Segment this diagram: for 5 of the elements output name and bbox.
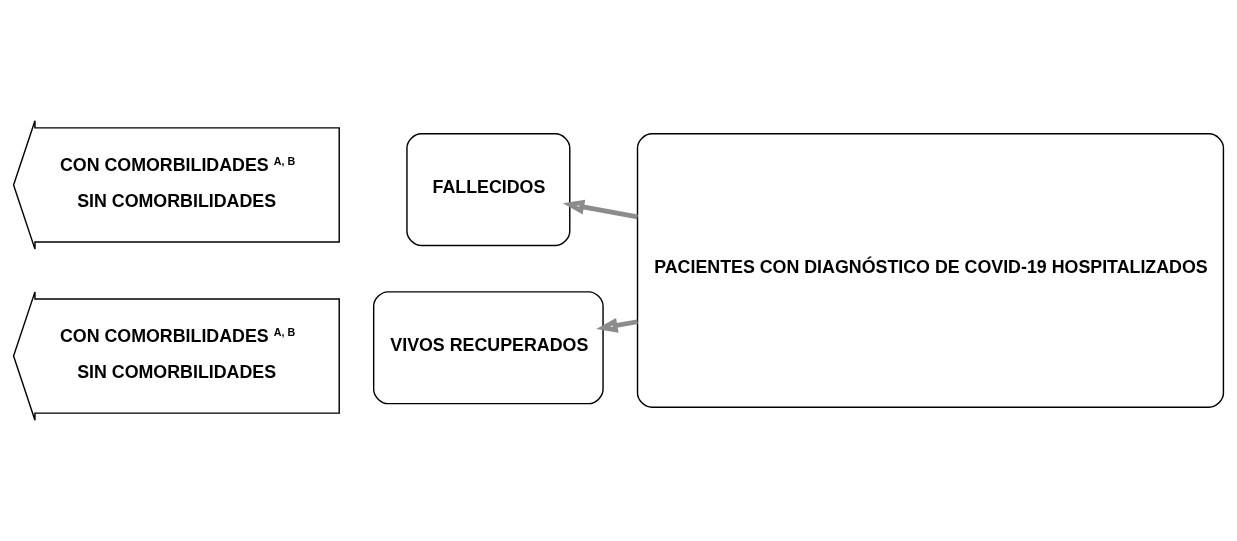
arrow: [562, 199, 638, 220]
arrow: [596, 317, 638, 333]
node-box: FALLECIDOS: [406, 133, 571, 247]
node-box: PACIENTES CON DIAGNÓSTICO DE COVID-19 HOSPITALIZADOS: [636, 133, 1225, 408]
node-box: VIVOS RECUPERADOS: [372, 291, 604, 405]
